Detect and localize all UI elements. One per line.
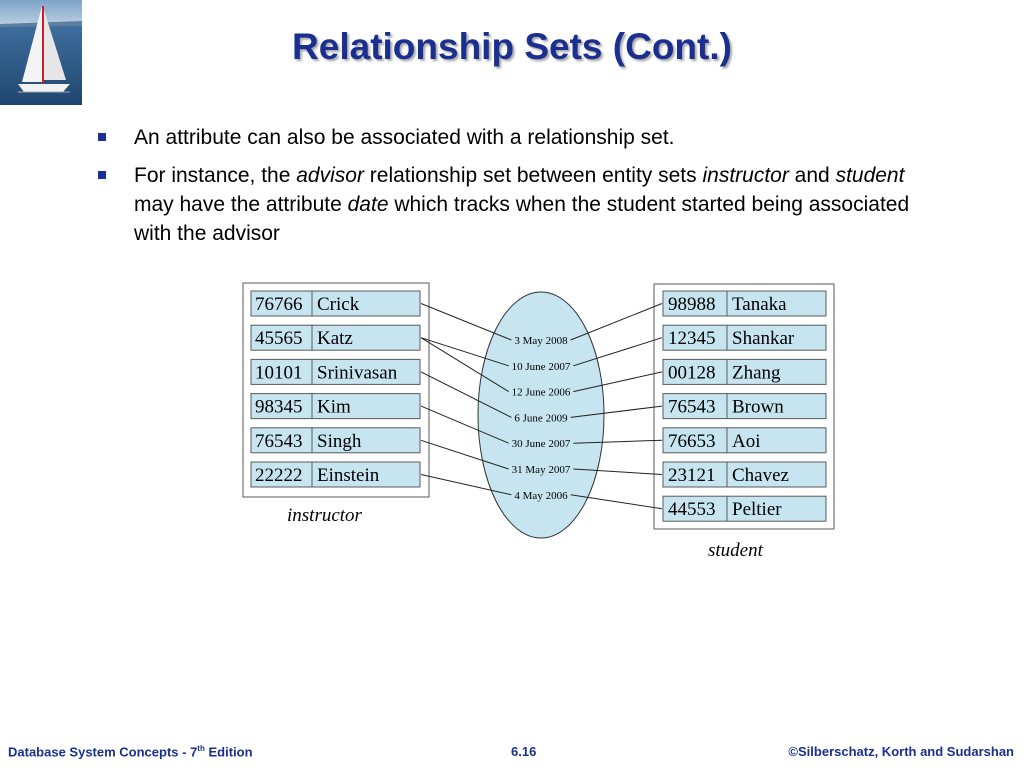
sailboat-logo-icon [0, 0, 82, 105]
student-id-cell [662, 324, 728, 351]
instructor-set-frame [242, 282, 430, 498]
date-student-link [573, 371, 663, 393]
bullet-text: may have the attribute [134, 193, 348, 216]
bullet-square-icon [98, 133, 106, 141]
date-student-link [570, 303, 663, 341]
student-name-cell [726, 324, 827, 351]
instructor-date-link [420, 303, 512, 341]
instructor-name-text: Srinivasan [317, 362, 398, 383]
student-name-text: Peltier [732, 499, 782, 520]
instructor-date-link [420, 371, 512, 418]
student-id-text: 00128 [668, 362, 716, 383]
instructor-id-cell [250, 324, 313, 351]
bullet-text: An attribute can also be associated with… [134, 126, 675, 149]
instructor-id-text: 10101 [255, 362, 303, 383]
bullet-list: An attribute can also be associated with… [96, 123, 916, 257]
bullet-text: which tracks when the student started be… [134, 193, 910, 245]
term-instructor: instructor [702, 164, 789, 187]
bullet-item: An attribute can also be associated with… [96, 123, 916, 152]
instructor-id-text: 45565 [255, 328, 303, 349]
instructor-set-label: instructor [287, 505, 363, 526]
student-name-cell [726, 290, 827, 317]
date-student-link [573, 337, 663, 367]
date-label: 10 June 2007 [512, 361, 571, 373]
instructor-name-text: Singh [317, 431, 362, 452]
term-date: date [347, 193, 389, 216]
student-set-label: student [708, 540, 764, 561]
advisor-relationship-ellipse [477, 291, 605, 539]
instructor-date-link [420, 405, 509, 444]
student-name-cell [726, 495, 827, 522]
advisor-relationship-diagram: 76766 Crick 45565 Katz 10101 Srinivasan 98345 K… [242, 282, 835, 561]
student-name-text: Aoi [732, 431, 761, 452]
instructor-id-cell [250, 358, 313, 385]
bullet-item: For instance, the advisor relationship s… [96, 161, 916, 248]
instructor-name-cell [311, 358, 421, 385]
date-student-link [570, 494, 663, 510]
instructor-date-link [420, 439, 509, 470]
date-label: 30 June 2007 [512, 438, 571, 450]
date-student-link [570, 405, 663, 418]
instructor-date-link [420, 337, 509, 393]
instructor-name-cell [311, 461, 421, 488]
instructor-id-text: 76543 [255, 431, 303, 452]
instructor-date-link [420, 474, 512, 496]
student-name-text: Shankar [732, 328, 795, 349]
bullet-square-icon [98, 171, 106, 179]
bullet-text: relationship set between entity sets [363, 164, 703, 187]
slide-title: Relationship Sets (Cont.) [292, 26, 732, 67]
student-id-text: 23121 [668, 465, 716, 486]
instructor-name-text: Einstein [317, 465, 380, 486]
instructor-name-text: Katz [317, 328, 353, 349]
bullet-text: and [788, 164, 836, 187]
date-label: 12 June 2006 [512, 387, 571, 399]
date-student-link [573, 439, 663, 444]
student-id-text: 44553 [668, 499, 716, 520]
student-id-text: 12345 [668, 328, 716, 349]
student-name-text: Brown [732, 397, 784, 418]
instructor-name-cell [311, 290, 421, 317]
date-label: 4 May 2006 [514, 490, 568, 502]
student-name-text: Chavez [732, 465, 789, 486]
bullet-text: For instance, the [134, 164, 297, 187]
instructor-name-text: Crick [317, 294, 360, 315]
instructor-id-text: 76766 [255, 294, 303, 315]
date-student-link [573, 468, 663, 475]
student-id-cell [662, 495, 728, 522]
date-label: 6 June 2009 [514, 412, 568, 424]
footer-copyright: ©Silberschatz, Korth and Sudarshan [788, 744, 1014, 759]
date-label: 3 May 2008 [514, 335, 568, 347]
instructor-name-cell [311, 324, 421, 351]
footer-book-title: Database System Concepts - 7th Edition [8, 744, 253, 760]
instructor-id-text: 98345 [255, 397, 303, 418]
instructor-name-cell [311, 427, 421, 454]
student-id-text: 76543 [668, 397, 716, 418]
instructor-name-cell [311, 393, 421, 420]
student-id-text: 98988 [668, 294, 716, 315]
student-name-text: Zhang [732, 362, 781, 383]
student-id-cell [662, 427, 728, 454]
footer-page-number: 6.16 [511, 744, 537, 759]
instructor-id-cell [250, 290, 313, 317]
instructor-name-text: Kim [317, 397, 351, 418]
instructor-date-link [420, 337, 509, 367]
student-name-cell [726, 358, 827, 385]
student-id-text: 76653 [668, 431, 716, 452]
term-advisor: advisor [296, 164, 364, 187]
student-id-cell [662, 358, 728, 385]
date-label: 31 May 2007 [512, 464, 571, 476]
instructor-id-text: 22222 [255, 465, 303, 486]
term-student: student [835, 164, 905, 187]
instructor-id-cell [250, 427, 313, 454]
student-name-cell [726, 427, 827, 454]
student-name-cell [726, 461, 827, 488]
student-name-text: Tanaka [732, 294, 787, 315]
instructor-id-cell [250, 461, 313, 488]
student-name-cell [726, 393, 827, 420]
